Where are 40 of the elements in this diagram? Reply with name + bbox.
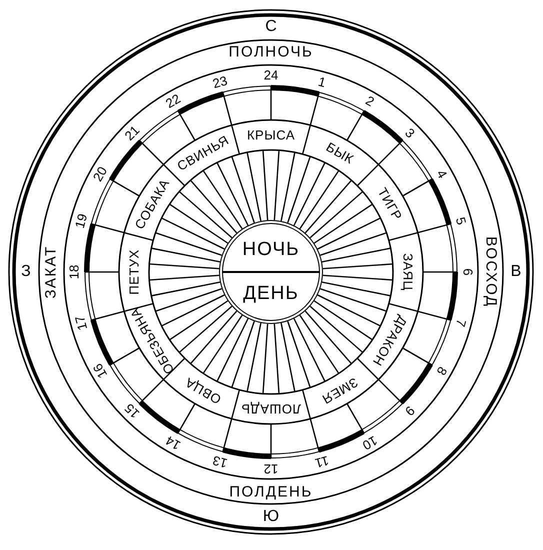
center-circle — [219, 220, 323, 324]
hour-number: 4 — [434, 167, 450, 180]
direction-label: ПОЛДЕНЬ — [229, 484, 313, 500]
hour-number: 17 — [72, 314, 89, 332]
hour-number: 2 — [363, 94, 376, 109]
hour-number: 10 — [360, 433, 380, 452]
compass-letter: В — [510, 264, 522, 280]
hour-number: 11 — [314, 454, 330, 470]
hour-number: 7 — [454, 318, 468, 328]
compass-letter: Ю — [262, 509, 280, 525]
hour-number: 21 — [122, 122, 142, 142]
hour-number: 9 — [403, 404, 418, 418]
hour-number: 20 — [91, 164, 110, 184]
hour-number: 12 — [264, 462, 278, 476]
hour-number: 23 — [211, 74, 229, 90]
animal-label: ЛОШАДЬ — [241, 402, 301, 416]
hour-number: 14 — [162, 433, 182, 452]
half-label: ДЕНЬ — [242, 284, 300, 304]
hour-number: 22 — [162, 92, 182, 111]
direction-label: ВОСХОД — [484, 236, 498, 308]
half-label: НОЧЬ — [241, 240, 301, 259]
direction-label: ЗАКАТ — [44, 245, 58, 299]
compass-letter: З — [21, 264, 31, 280]
hour-number: 15 — [122, 402, 142, 421]
hour-number: 8 — [434, 364, 450, 377]
animal-label: ПЕТУХ — [128, 249, 140, 295]
hour-number: 13 — [211, 454, 229, 470]
hour-number: 16 — [91, 360, 110, 380]
hour-number: 6 — [462, 268, 474, 276]
compass-letter: С — [265, 19, 277, 35]
hour-number: 24 — [264, 68, 278, 82]
hour-number: 3 — [403, 126, 418, 140]
animal-label: ЗАЯЦ — [402, 253, 414, 291]
animal-label: КРЫСА — [246, 128, 296, 142]
hour-number: 1 — [316, 74, 328, 89]
hour-number: 5 — [454, 216, 468, 226]
hour-number: 18 — [68, 264, 80, 280]
hour-number: 19 — [72, 212, 89, 230]
direction-label: ПОЛНОЧЬ — [228, 44, 314, 60]
animal-label: БЫК — [324, 140, 356, 166]
